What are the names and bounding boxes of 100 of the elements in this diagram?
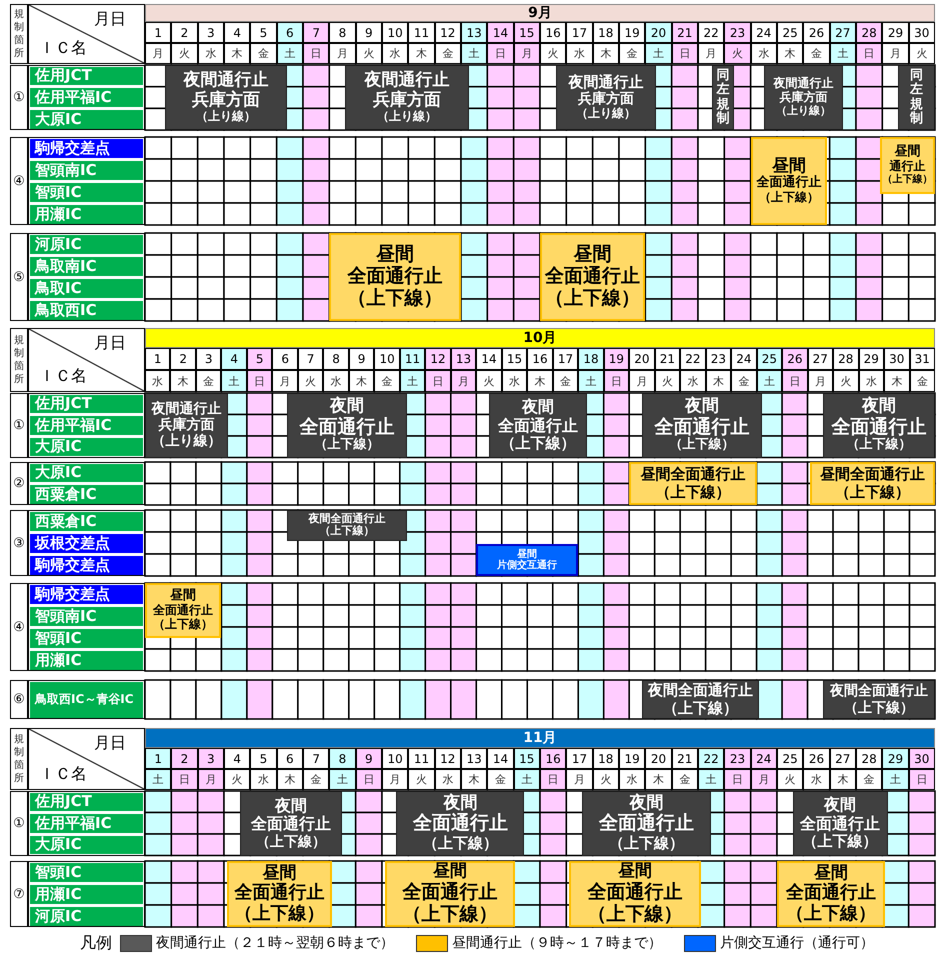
day-number: 5 [250, 22, 277, 43]
interchange-label: 西粟倉IC [30, 512, 143, 530]
weekday: 日 [672, 43, 698, 64]
section-number: ② [13, 476, 25, 491]
interchange-label: 鳥取西IC [30, 300, 143, 320]
section-number: ⑥ [13, 692, 25, 707]
header-text: ＩＣ名 [39, 366, 87, 387]
weekday: 火 [298, 370, 324, 392]
day-number: 26 [803, 748, 830, 769]
weekday: 日 [604, 370, 630, 392]
weekday: 水 [803, 769, 830, 790]
day-number: 14 [487, 22, 514, 43]
day-number: 24 [750, 22, 777, 43]
header-text: 規制箇所 [14, 733, 24, 785]
interchange-label: 佐用平福IC [30, 416, 143, 434]
weekday: 火 [654, 370, 680, 392]
interchange-label: 佐用平福IC [30, 814, 143, 832]
closure-block: 夜間通行止 兵庫方面 （上り線） [764, 65, 843, 130]
weekday: 土 [756, 370, 782, 392]
legend-text: 昼間通行止（９時～１７時まで） [452, 934, 662, 952]
closure-block: 夜間 全面通行止 （上下線） [489, 393, 588, 458]
interchange-label: 智頭南IC [30, 606, 143, 626]
day-number: 6 [276, 748, 303, 769]
closure-block: 昼間 全面通行止 （上下線） [568, 861, 701, 927]
day-number: 2 [171, 22, 198, 43]
interchange-label: 大原IC [30, 438, 143, 456]
day-number: 22 [680, 348, 706, 370]
weekday: 金 [731, 370, 757, 392]
day-number: 25 [777, 22, 804, 43]
day-number: 7 [303, 22, 330, 43]
weekday: 月 [198, 769, 224, 790]
weekday: 火 [408, 769, 435, 790]
weekday: 木 [527, 370, 553, 392]
weekday: 火 [540, 43, 566, 64]
day-number: 16 [540, 22, 566, 43]
day-number: 12 [434, 22, 461, 43]
day-number: 22 [698, 22, 724, 43]
weekday: 日 [724, 769, 751, 790]
closure-block: 夜間全面通行止 （上下線） [642, 680, 760, 719]
day-number: 13 [450, 348, 476, 370]
section-number: ⑦ [13, 886, 25, 902]
weekday: 土 [645, 43, 672, 64]
weekday: 土 [400, 370, 426, 392]
day-number: 2 [170, 348, 196, 370]
interchange-label: 鳥取IC [30, 278, 143, 298]
weekday: 土 [514, 769, 540, 790]
day-number: 12 [434, 748, 461, 769]
closure-block: 夜間全面通行止 （上下線） [822, 680, 935, 719]
weekday: 水 [619, 769, 646, 790]
interchange-label: 駒帰交差点 [30, 138, 143, 158]
closure-block: 夜間 全面通行止 （上下線） [582, 791, 712, 856]
day-number: 17 [552, 348, 578, 370]
closure-block: 昼間 全面通行止 （上下線） [750, 137, 828, 225]
weekday: 日 [782, 370, 808, 392]
weekday: 日 [171, 769, 198, 790]
weekday: 月 [882, 43, 909, 64]
day-number: 29 [858, 348, 884, 370]
weekday: 月 [514, 43, 540, 64]
weekday: 日 [425, 370, 451, 392]
weekday: 月 [750, 769, 777, 790]
day-number: 8 [329, 22, 356, 43]
closure-block: 昼間 全面通行止 （上下線） [540, 233, 646, 321]
day-number: 30 [884, 348, 910, 370]
day-number: 18 [592, 748, 619, 769]
weekday: 土 [882, 769, 909, 790]
day-number: 15 [502, 348, 528, 370]
weekday: 土 [830, 43, 856, 64]
header-text: ＩＣ名 [39, 38, 87, 59]
weekday: 火 [833, 370, 859, 392]
weekday: 木 [170, 370, 196, 392]
weekday: 金 [434, 43, 461, 64]
weekday: 木 [645, 769, 672, 790]
weekday: 土 [578, 370, 604, 392]
day-number: 21 [672, 22, 698, 43]
weekday: 水 [382, 43, 408, 64]
day-number: 28 [833, 348, 859, 370]
month-header-bar: 11月 [145, 728, 935, 748]
weekday: 火 [592, 769, 619, 790]
weekday: 水 [750, 43, 777, 64]
day-number: 11 [400, 348, 426, 370]
day-number: 27 [830, 22, 856, 43]
day-number: 22 [698, 748, 724, 769]
weekday: 金 [374, 370, 400, 392]
weekday: 木 [830, 769, 856, 790]
interchange-label: 河原IC [30, 906, 143, 926]
weekday: 土 [461, 43, 488, 64]
day-number: 21 [672, 748, 698, 769]
day-number: 25 [777, 748, 804, 769]
day-number: 14 [487, 748, 514, 769]
weekday: 金 [487, 769, 514, 790]
closure-block: 昼間 全面通行止 （上下線） [777, 861, 885, 927]
weekday: 月 [145, 43, 172, 64]
day-number: 19 [619, 748, 646, 769]
closure-block: 夜間通行止 兵庫方面 （上り線） [556, 65, 656, 130]
weekday: 水 [858, 370, 884, 392]
weekday: 月 [698, 43, 724, 64]
day-number: 20 [645, 22, 672, 43]
closure-block: 夜間 全面通行止 （上下線） [286, 393, 408, 458]
day-number: 19 [604, 348, 630, 370]
weekday: 土 [276, 43, 303, 64]
